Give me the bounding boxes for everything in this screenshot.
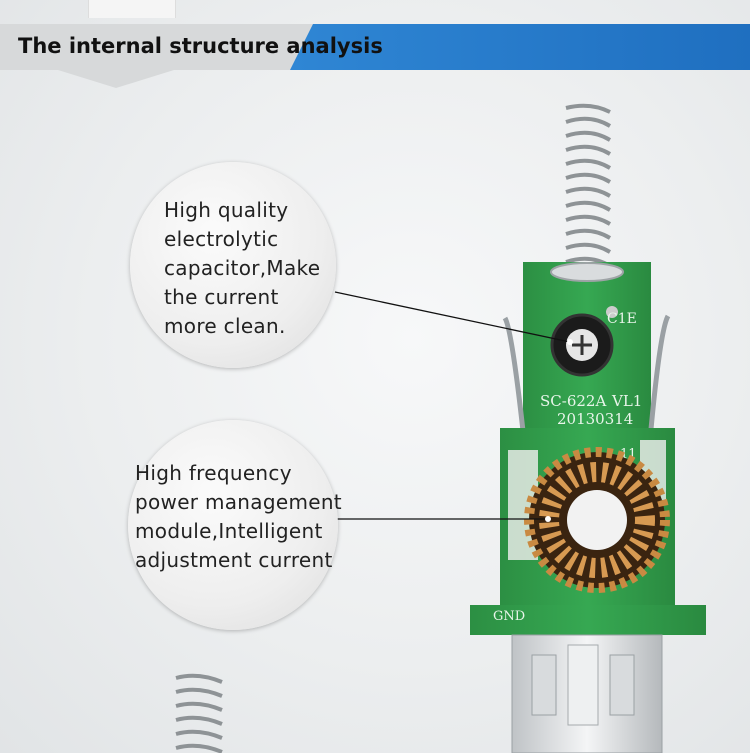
callout-1-leader [334, 291, 571, 343]
header-blue-band [290, 24, 750, 70]
board-label-c1e: C1E [607, 311, 637, 327]
top-spring [565, 103, 612, 268]
toroid-inductor [524, 447, 670, 593]
callout-power-module-text: High frequency power management module,I… [135, 461, 342, 572]
callout-power-module [128, 420, 338, 630]
callout-capacitor-text: High quality electrolytic capacitor,Make… [164, 198, 321, 338]
section-header: The internal structure analysis [0, 24, 750, 70]
board-label-variant: VL1 [611, 392, 642, 410]
section-title: The internal structure analysis [18, 34, 383, 58]
board-label-date: 20130314 [557, 410, 633, 428]
board-label-model: SC-622A [540, 392, 606, 410]
header-pointer [58, 70, 174, 88]
bottom-spring [175, 673, 223, 753]
callout-capacitor [130, 162, 336, 368]
top-tab-decoration [88, 0, 176, 18]
board-label-gnd: GND [493, 609, 525, 624]
